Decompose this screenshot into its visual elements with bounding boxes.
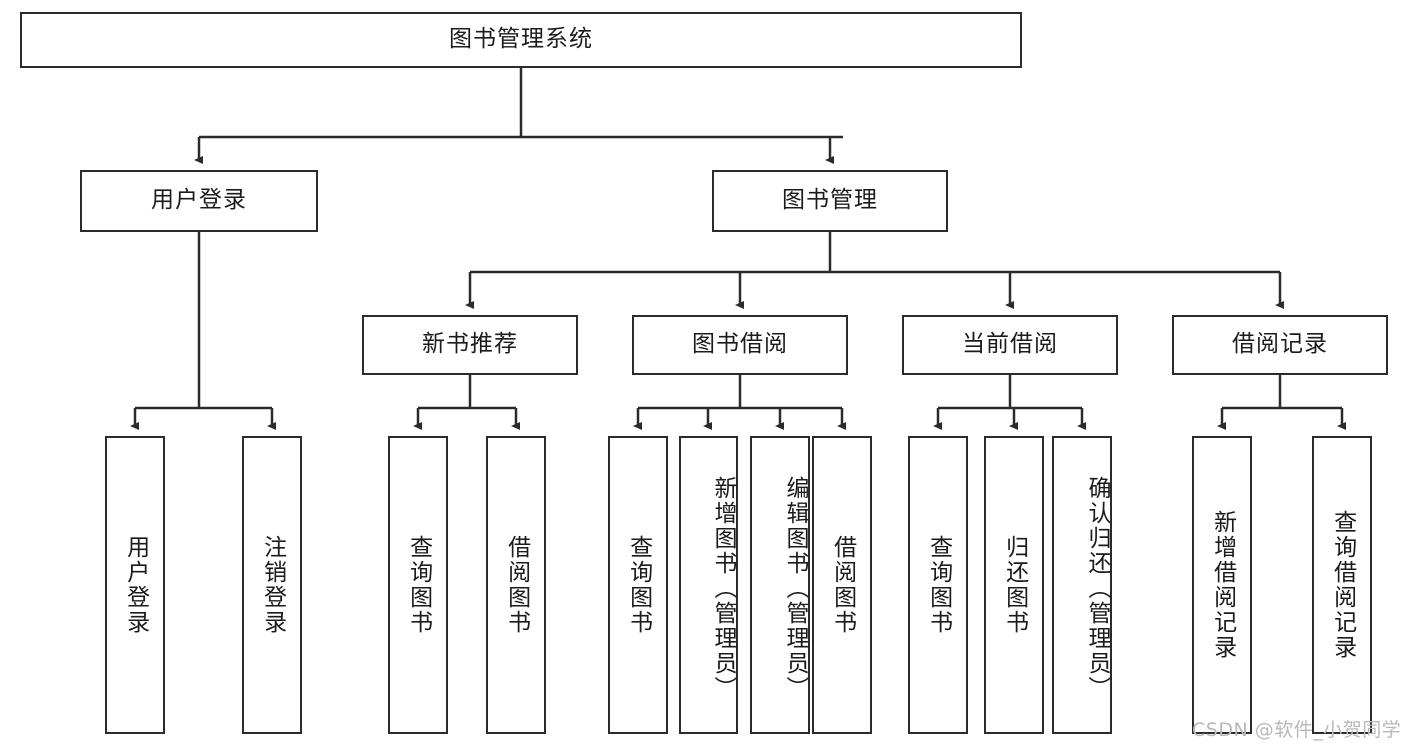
node-leaf-query-book-cur[interactable]: 查询图书 (908, 436, 968, 734)
node-new-book-rec[interactable]: 新书推荐 (362, 315, 578, 375)
node-leaf-edit-book[interactable]: 编辑图书（管理员） (750, 436, 810, 734)
node-book-borrow[interactable]: 图书借阅 (632, 315, 848, 375)
node-leaf-query-book-bor-label: 查询图书 (625, 535, 652, 635)
node-leaf-return-book[interactable]: 归还图书 (984, 436, 1044, 734)
node-leaf-borrow-book-bor[interactable]: 借阅图书 (812, 436, 872, 734)
node-leaf-add-book-label: 新增图书（管理员） (710, 475, 736, 701)
node-leaf-query-book-rec[interactable]: 查询图书 (388, 436, 448, 734)
node-leaf-confirm-return[interactable]: 确认归还（管理员） (1052, 436, 1112, 734)
node-leaf-add-record-label: 新增借阅记录 (1209, 510, 1236, 660)
node-leaf-return-book-label: 归还图书 (1001, 535, 1028, 635)
node-current-borrow[interactable]: 当前借阅 (902, 315, 1118, 375)
node-book-borrow-label: 图书借阅 (692, 331, 788, 358)
node-leaf-borrow-book-bor-label: 借阅图书 (829, 535, 856, 635)
node-leaf-edit-book-label: 编辑图书（管理员） (782, 475, 808, 701)
node-root[interactable]: 图书管理系统 (20, 12, 1022, 68)
node-book-manage-label: 图书管理 (782, 187, 878, 214)
node-leaf-query-record-label: 查询借阅记录 (1329, 510, 1356, 660)
node-borrow-record[interactable]: 借阅记录 (1172, 315, 1388, 375)
node-new-book-rec-label: 新书推荐 (422, 331, 518, 358)
node-leaf-borrow-book-rec-label: 借阅图书 (503, 535, 530, 635)
node-leaf-query-book-bor[interactable]: 查询图书 (608, 436, 668, 734)
node-borrow-record-label: 借阅记录 (1232, 331, 1328, 358)
node-leaf-query-book-rec-label: 查询图书 (405, 535, 432, 635)
node-user-login-label: 用户登录 (151, 187, 247, 214)
node-leaf-confirm-return-label: 确认归还（管理员） (1084, 475, 1110, 701)
node-book-manage[interactable]: 图书管理 (712, 170, 948, 232)
node-leaf-add-record[interactable]: 新增借阅记录 (1192, 436, 1252, 734)
node-leaf-query-book-cur-label: 查询图书 (925, 535, 952, 635)
node-user-login[interactable]: 用户登录 (80, 170, 318, 232)
node-leaf-user-login[interactable]: 用户登录 (105, 436, 165, 734)
node-leaf-user-logout[interactable]: 注销登录 (242, 436, 302, 734)
node-leaf-query-record[interactable]: 查询借阅记录 (1312, 436, 1372, 734)
watermark-text: CSDN @软件_小贺同学 (1192, 719, 1402, 741)
node-current-borrow-label: 当前借阅 (962, 331, 1058, 358)
node-leaf-borrow-book-rec[interactable]: 借阅图书 (486, 436, 546, 734)
node-leaf-user-login-label: 用户登录 (122, 535, 149, 635)
node-root-label: 图书管理系统 (449, 26, 593, 53)
node-leaf-add-book[interactable]: 新增图书（管理员） (679, 436, 738, 734)
node-leaf-user-logout-label: 注销登录 (259, 535, 286, 635)
